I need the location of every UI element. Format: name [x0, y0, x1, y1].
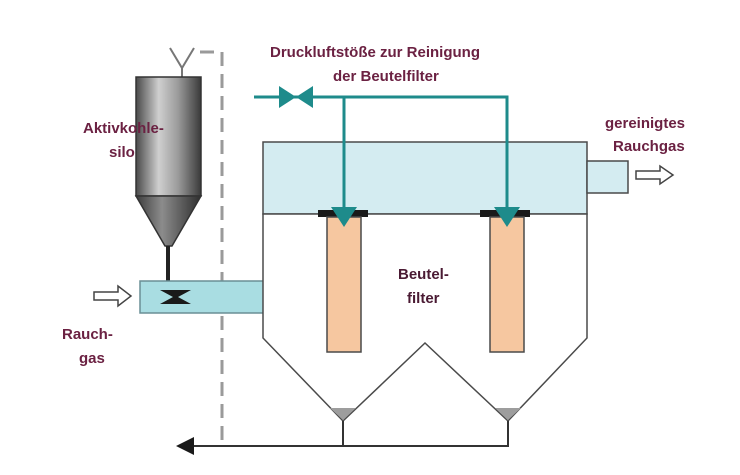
- label-pulse-2: der Beutelfilter: [333, 68, 439, 85]
- label-pulse-1: Druckluftstöße zur Reinigung: [270, 44, 480, 61]
- label-bag-filter-2: filter: [407, 290, 440, 307]
- dust-pile-right: [495, 408, 521, 420]
- filter-bag-right: [489, 216, 525, 353]
- dosing-valve-icon: [160, 290, 191, 304]
- dust-pile-left: [330, 408, 356, 420]
- pulse-nozzle-left-icon: [331, 207, 357, 227]
- activated-carbon-silo: [135, 76, 202, 197]
- label-silo-2: silo: [109, 144, 135, 161]
- compressed-air-valve-icon: [279, 86, 313, 108]
- dust-discharge-line: [190, 421, 509, 447]
- label-silo-1: Aktivkohle-: [83, 120, 164, 137]
- label-bag-filter-1: Beutel-: [398, 266, 449, 283]
- silo-inlet-funnel: [169, 47, 195, 70]
- label-clean-gas-2: Rauchgas: [613, 138, 685, 155]
- dust-return-dashed-line: [192, 50, 224, 440]
- flue-gas-inlet-arrow-icon: [93, 284, 133, 308]
- clean-gas-outlet-arrow-icon: [635, 164, 675, 186]
- clean-gas-outlet-duct: [586, 160, 629, 194]
- flue-gas-inlet-duct: [139, 280, 265, 314]
- silo-cone: [134, 195, 203, 247]
- clean-gas-plenum: [262, 141, 588, 215]
- compressed-air-line: [254, 95, 509, 212]
- label-flue-gas-1: Rauch-: [62, 326, 113, 343]
- label-clean-gas-1: gereinigtes: [605, 115, 685, 132]
- pulse-nozzle-right-icon: [494, 207, 520, 227]
- dust-discharge-arrow-icon: [176, 437, 194, 455]
- label-flue-gas-2: gas: [79, 350, 105, 367]
- filter-bag-left: [326, 216, 362, 353]
- filter-housing: [262, 213, 588, 423]
